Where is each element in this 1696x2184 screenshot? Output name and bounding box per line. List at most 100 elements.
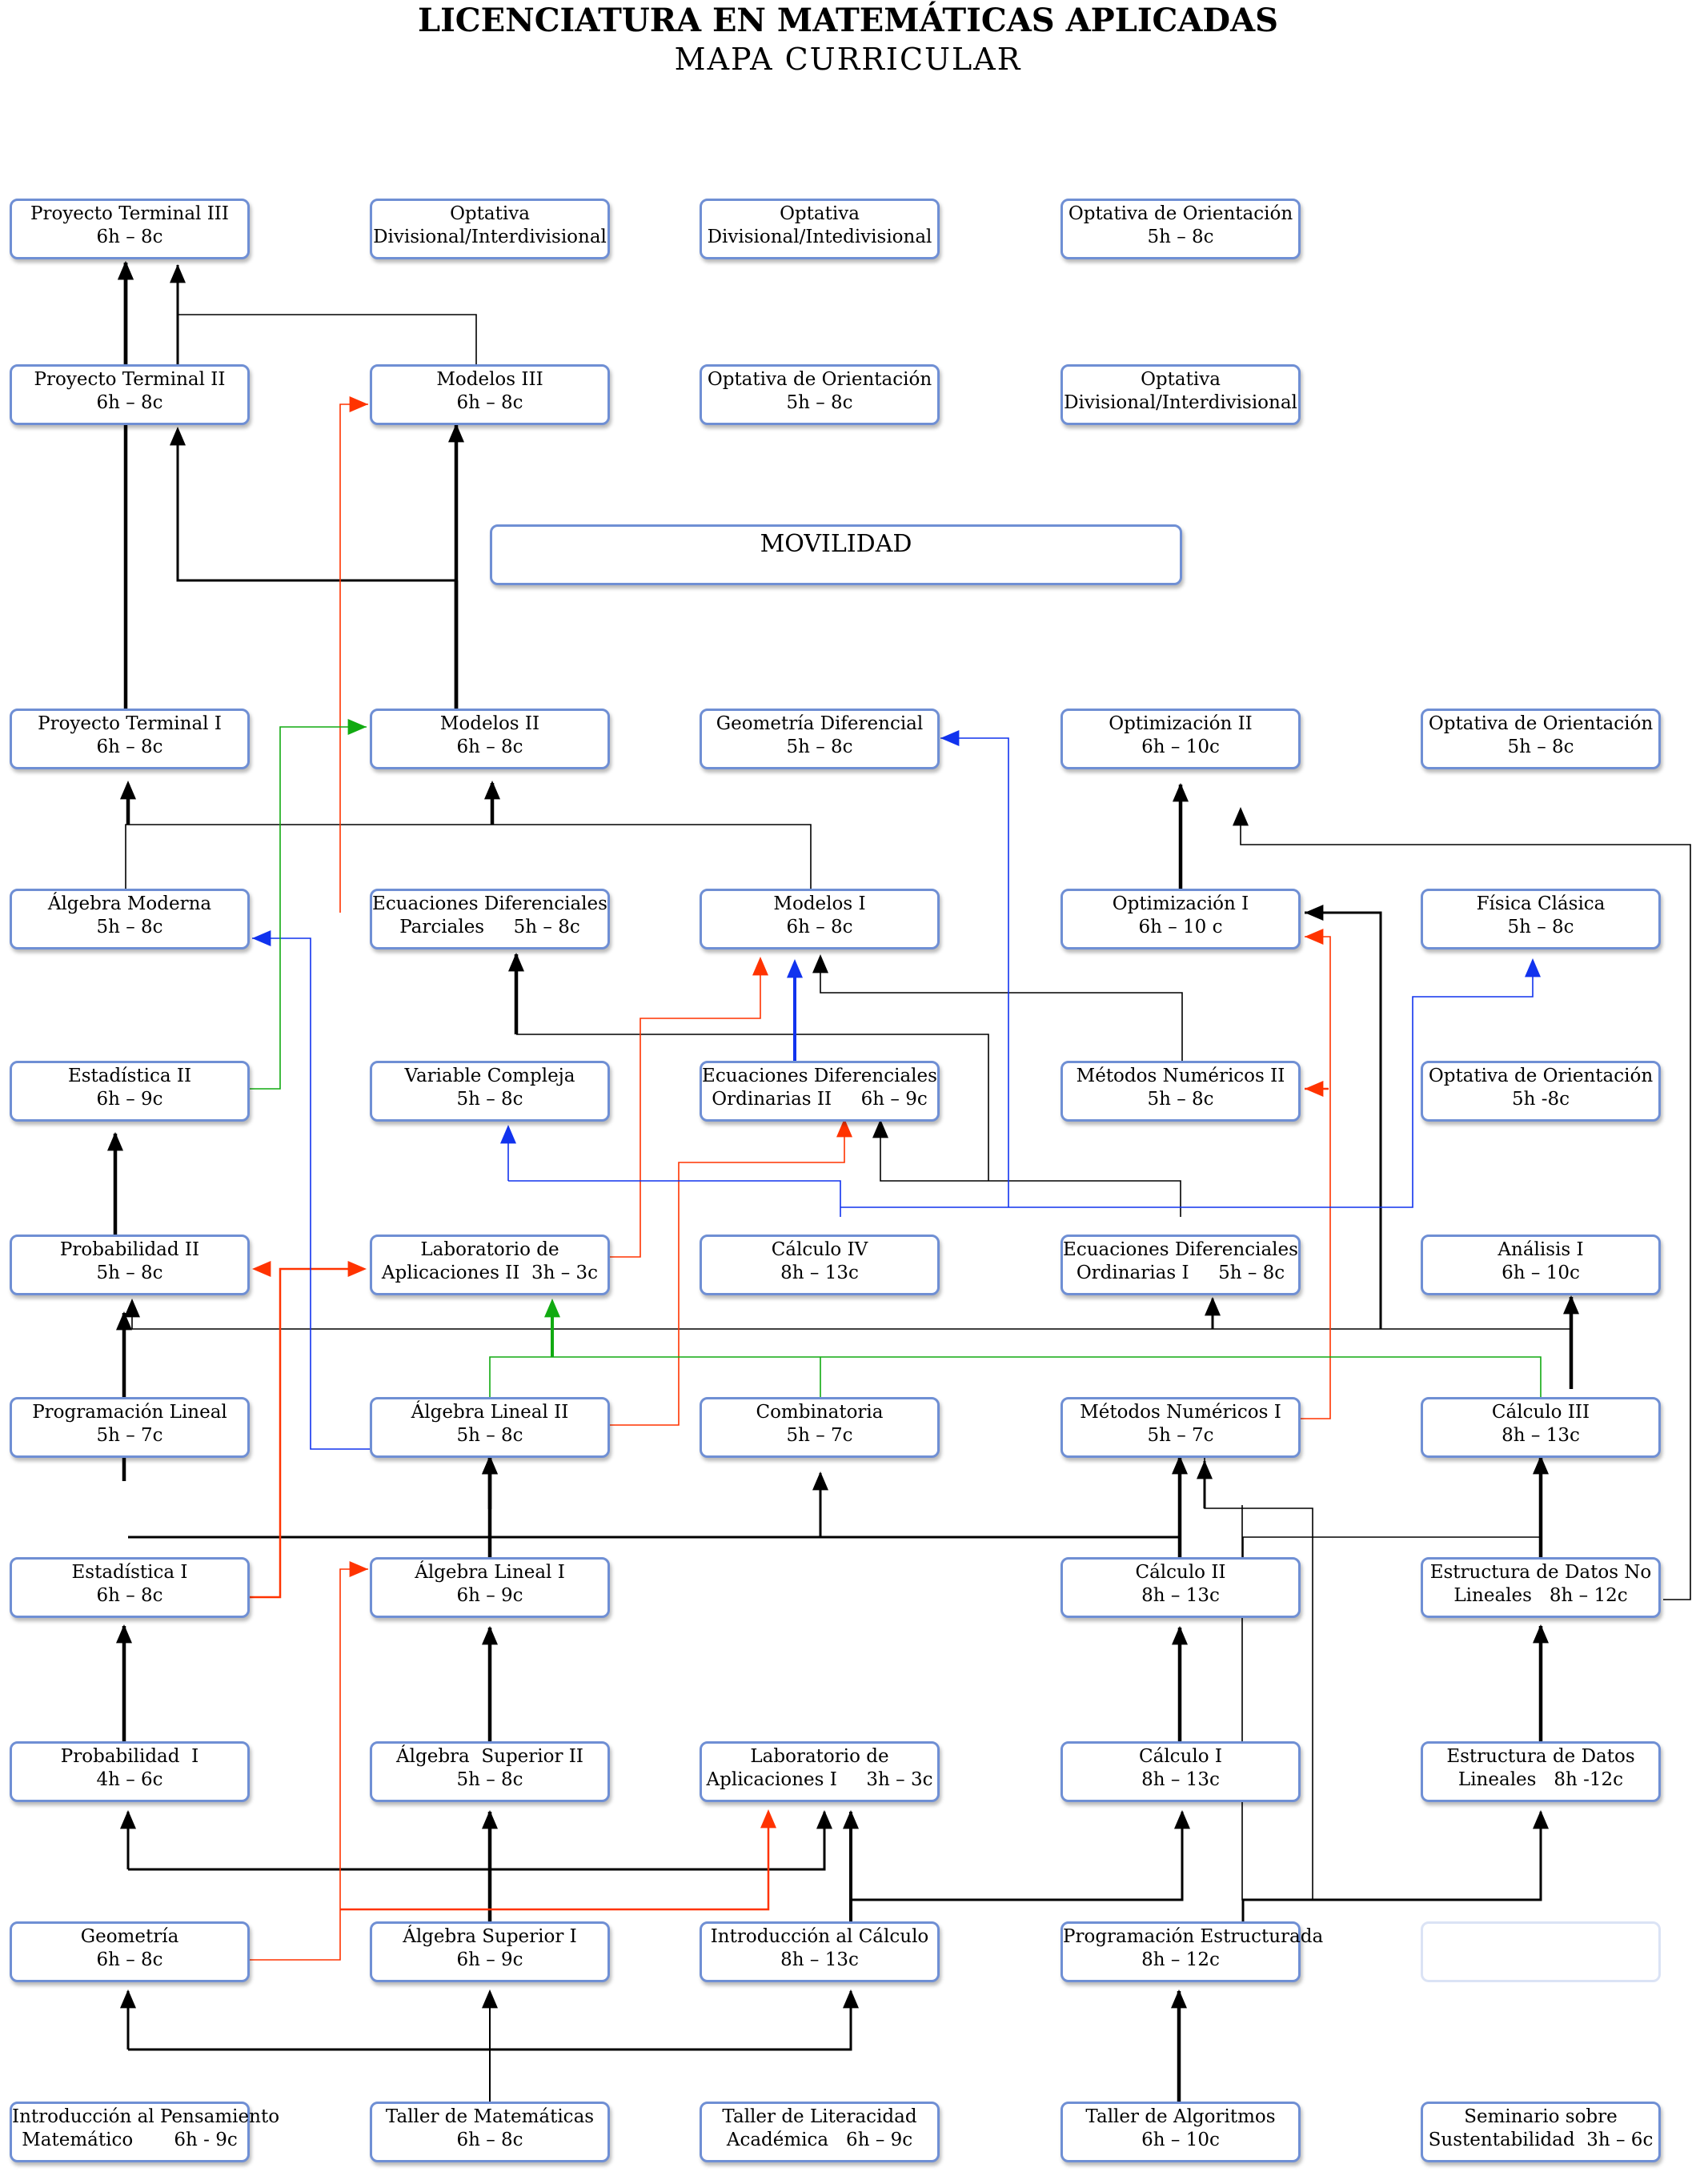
course-line: 6h – 8c [96, 392, 163, 413]
red-link [608, 969, 761, 1258]
course-line: Laboratorio de [420, 1239, 559, 1260]
connector-line [125, 824, 812, 889]
arrowhead-icon [1533, 1624, 1549, 1644]
course-line: Divisional/Interdivisional [1064, 392, 1297, 413]
course-line: Modelos III [436, 369, 543, 390]
course-line: Estructura de Datos No [1429, 1562, 1652, 1583]
arrowhead-icon [252, 930, 271, 946]
arrowhead-icon [116, 1311, 132, 1331]
red-link [340, 1817, 770, 1911]
course-line: Cálculo II [1135, 1562, 1226, 1583]
course-line: Optativa [1141, 369, 1221, 390]
course-lab-aplicaciones-2: Laboratorio de Aplicaciones II 3h – 3c [370, 1235, 610, 1295]
course-line: 6h – 8c [96, 1585, 163, 1606]
course-line: Ordinarias II 6h – 9c [712, 1089, 928, 1110]
course-line: Optativa [450, 203, 530, 224]
course-optativa-ori-4: Optativa de Orientación 5h -8c [1421, 1061, 1661, 1122]
arrowhead-icon [1305, 1081, 1324, 1097]
course-line: 5h – 8c [786, 392, 853, 413]
arrowhead-icon [482, 1810, 498, 1829]
course-line: Ecuaciones Diferenciales [372, 893, 607, 914]
arrowhead-icon [843, 1989, 859, 2009]
connector-line [508, 1180, 841, 1217]
arrowhead-icon [843, 1810, 859, 1829]
connector-line [178, 314, 477, 364]
course-line: Aplicaciones II 3h – 3c [381, 1263, 599, 1283]
course-line: 6h – 8c [786, 917, 853, 937]
course-line: 6h – 8c [456, 392, 523, 413]
course-line: 6h – 10c [1141, 2130, 1220, 2150]
course-line: 5h – 8c [1147, 227, 1214, 247]
course-line: Optativa de Orientación [1428, 1066, 1654, 1086]
course-line: Lineales 8h – 12c [1453, 1585, 1628, 1606]
red-link [1301, 936, 1331, 1419]
connector-line [880, 1121, 1181, 1217]
arrowhead-icon [349, 1561, 368, 1577]
arrowhead-icon [812, 954, 828, 974]
arrowhead-icon [1563, 1295, 1579, 1315]
arrowhead-icon [1197, 1460, 1213, 1479]
arrowhead-icon [116, 1624, 132, 1644]
blue-link [252, 937, 372, 1450]
course-line: 5h – 8c [456, 1089, 523, 1110]
course-line: 4h – 6c [96, 1769, 163, 1790]
course-line: Lineales 8h -12c [1457, 1769, 1624, 1790]
course-line: Métodos Numéricos II [1076, 1066, 1285, 1086]
course-line: 5h – 7c [1147, 1425, 1214, 1446]
arrowhead-icon [1233, 807, 1249, 826]
course-line: Ordinarias I 5h – 8c [1076, 1263, 1285, 1283]
arrowhead-icon [448, 424, 464, 443]
arrowhead-icon [760, 1809, 776, 1829]
course-line: 5h – 8c [456, 1425, 523, 1446]
course-line: 5h -8c [1511, 1089, 1570, 1110]
course-line: 5h – 7c [96, 1425, 163, 1446]
arrowhead-icon [1173, 783, 1189, 802]
course-line: Álgebra Lineal I [415, 1562, 565, 1583]
arrowhead-icon [120, 1810, 136, 1829]
course-line: 6h – 8c [456, 2130, 523, 2150]
course-line: 6h – 10c [1502, 1263, 1580, 1283]
course-line: Optativa de Orientación [707, 369, 932, 390]
connector-line [1242, 1536, 1541, 1557]
arrowhead-icon [482, 1455, 498, 1475]
course-line: Variable Compleja [404, 1066, 575, 1086]
course-line: Ecuaciones Diferenciales [1063, 1239, 1298, 1260]
connector-line [820, 959, 1183, 1061]
course-line: Introducción al Pensamiento [12, 2106, 280, 2127]
red-link [339, 403, 368, 913]
course-line: Combinatoria [756, 1402, 884, 1423]
course-line: Modelos I [773, 893, 866, 914]
course-line: Geometría [80, 1926, 179, 1947]
course-line: 5h – 8c [786, 737, 853, 757]
course-line: Seminario sobre [1464, 2106, 1618, 2127]
course-line: Modelos II [439, 713, 540, 734]
arrowhead-icon [1171, 1989, 1187, 2009]
arrowhead-icon [170, 264, 186, 283]
course-line: Optativa [780, 203, 860, 224]
course-line: Análisis I [1498, 1239, 1584, 1260]
arrowhead-icon [124, 1299, 140, 1318]
course-line: 8h – 13c [1141, 1585, 1220, 1606]
course-line: MOVILIDAD [760, 530, 912, 558]
course-line: 6h – 8c [96, 227, 163, 247]
arrowhead-icon [170, 427, 186, 446]
course-line: Cálculo I [1139, 1746, 1222, 1767]
course-line: 6h – 8c [96, 737, 163, 757]
arrowhead-icon [347, 719, 367, 735]
connector-line [1240, 809, 1691, 1600]
